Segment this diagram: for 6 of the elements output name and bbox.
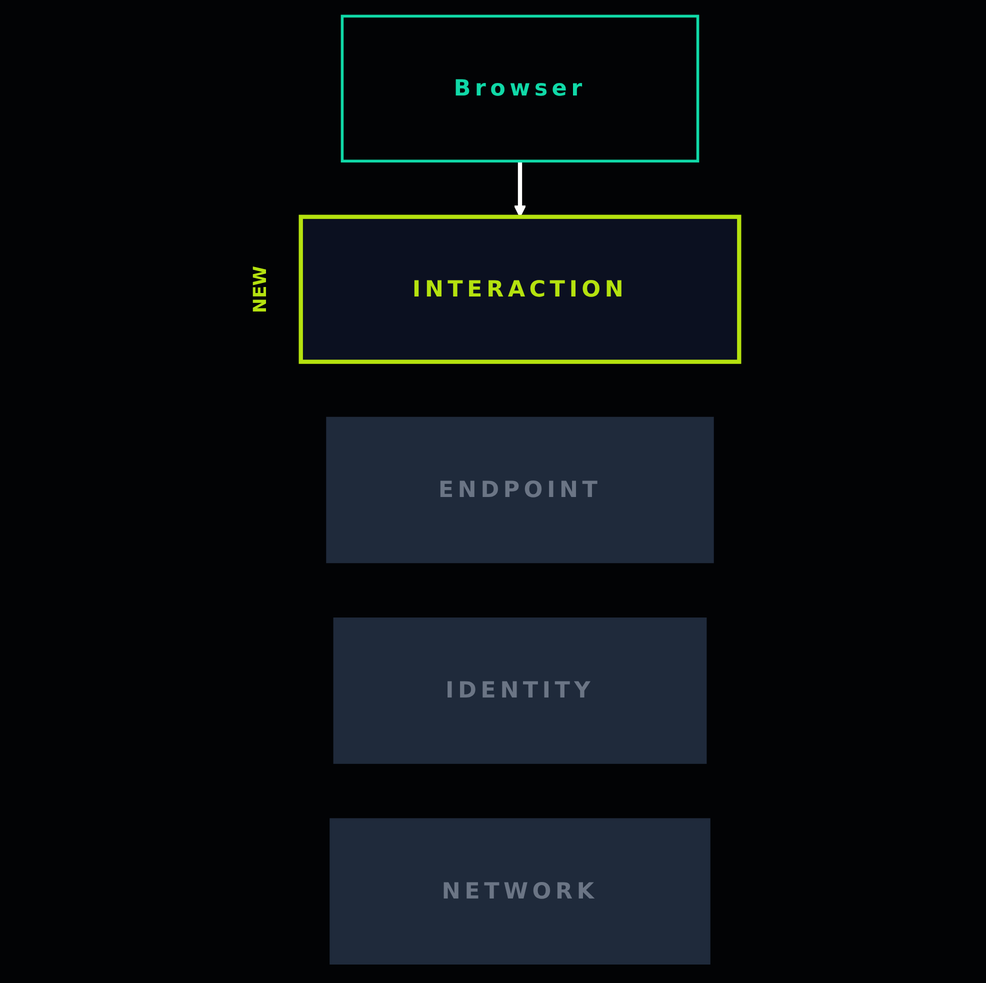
node-box: ENDPOINT	[326, 416, 714, 564]
node-box: Browser	[340, 14, 700, 162]
side-tag: NEW	[250, 266, 271, 313]
node-box: IDENTITY	[333, 618, 707, 764]
node-box: INTERACTION	[298, 214, 742, 364]
node-box: NETWORK	[330, 818, 710, 965]
